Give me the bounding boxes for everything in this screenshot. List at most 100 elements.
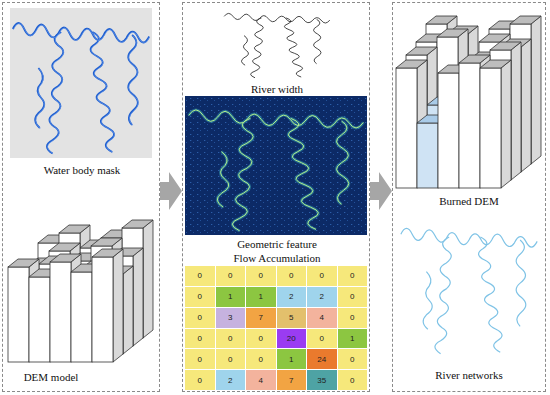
process-panel: River widthGeometric featureFlow Accumul… (182, 2, 370, 392)
bar-front (459, 63, 480, 188)
river-network-image (398, 214, 540, 358)
table-cell: 5 (277, 308, 307, 328)
table-cell: 0 (338, 349, 368, 369)
terrain-bar (92, 249, 123, 362)
table-cell: 4 (246, 370, 276, 390)
bar-front (92, 257, 113, 362)
table-cell: 0 (216, 349, 246, 369)
table-cell: 0 (246, 266, 276, 286)
bar-side (133, 248, 143, 346)
table-cell: 0 (185, 370, 215, 390)
bar-top (59, 225, 90, 233)
geometric-feature-lines (189, 110, 364, 231)
bar-top (92, 249, 123, 257)
table-cell: 2 (216, 370, 246, 390)
table-cell: 1 (216, 287, 246, 307)
bar-front (8, 267, 29, 362)
table-cell: 35 (307, 370, 337, 390)
bar-front (438, 73, 459, 188)
bar-side (531, 16, 541, 164)
bar-top (426, 16, 457, 24)
bar-side (143, 220, 153, 338)
table-cell: 0 (338, 287, 368, 307)
table-cell: 0 (307, 266, 337, 286)
table-cell: 1 (246, 287, 276, 307)
water-body-rivers (13, 23, 149, 154)
geometric-feature-image (185, 96, 367, 235)
image-caption: Geometric feature (237, 238, 317, 251)
river-width-image (222, 6, 332, 80)
image-caption: River networks (435, 369, 503, 382)
bar-top (480, 60, 511, 68)
process-arrow (370, 172, 392, 210)
process-panel: Water body maskDEM model (2, 2, 160, 392)
geometric-feature-texture (185, 96, 367, 235)
table-cell: 0 (246, 349, 276, 369)
image-caption: Burned DEM (439, 195, 499, 208)
bar-side (511, 42, 521, 180)
bar-side (123, 266, 133, 354)
process-panel: Burned DEM River networks (392, 2, 546, 392)
table-cell: 0 (277, 266, 307, 286)
geometric-feature-glow (189, 110, 364, 231)
bar-side (113, 249, 123, 362)
bar-front (71, 272, 92, 362)
river-network-lines (401, 228, 537, 353)
table-cell: 4 (307, 308, 337, 328)
table-cell: 7 (246, 308, 276, 328)
table-cell: 0 (216, 329, 246, 349)
table-cell: 0 (185, 308, 215, 328)
bar-front (396, 68, 417, 188)
bar-top (396, 60, 427, 68)
bar-top (406, 47, 437, 55)
bar-top (91, 238, 122, 246)
table-cell: 20 (277, 329, 307, 349)
image-caption: DEM model (24, 371, 79, 384)
table-cell: 0 (216, 266, 246, 286)
image-caption: Water body mask (44, 164, 121, 177)
bar-top (50, 254, 81, 262)
burned-dem-bars (396, 16, 541, 188)
bar-front (417, 123, 438, 188)
bar-side (521, 39, 531, 172)
image-caption: Flow Accumulation (233, 252, 320, 265)
table-cell: 1 (277, 349, 307, 369)
table-cell: 2 (307, 287, 337, 307)
bar-top (490, 42, 521, 50)
flow-accumulation-grid: 000000011220037540000200100012400247350 (185, 266, 367, 390)
table-cell: 1 (338, 329, 368, 349)
bar-top (8, 259, 39, 267)
table-cell: 0 (338, 266, 368, 286)
bar-top (459, 55, 490, 63)
river-width-lines (224, 13, 330, 77)
table-cell: 2 (277, 287, 307, 307)
table-cell: 0 (185, 329, 215, 349)
bar-top (479, 34, 510, 42)
table-cell: 3 (216, 308, 246, 328)
dem-bars (8, 220, 153, 362)
table-cell: 0 (185, 349, 215, 369)
bar-side (501, 60, 511, 188)
table-cell: 0 (185, 287, 215, 307)
water-body-rivers-light (13, 24, 149, 155)
bar-top (437, 29, 468, 37)
bar-top (122, 220, 153, 228)
bar-front (50, 262, 71, 362)
table-cell: 0 (246, 329, 276, 349)
bar-front (29, 277, 50, 362)
table-cell: 24 (307, 349, 337, 369)
image-caption: River width (251, 83, 303, 96)
table-cell: 0 (185, 266, 215, 286)
table-cell: 0 (338, 370, 368, 390)
bar-top (510, 16, 541, 24)
process-arrow (160, 172, 182, 210)
water-mask-image (10, 8, 152, 158)
terrain-bar (480, 60, 511, 188)
table-cell: 0 (338, 308, 368, 328)
bar-top (49, 243, 80, 251)
bar-front (480, 68, 501, 188)
table-cell: 7 (277, 370, 307, 390)
table-cell: 0 (307, 329, 337, 349)
